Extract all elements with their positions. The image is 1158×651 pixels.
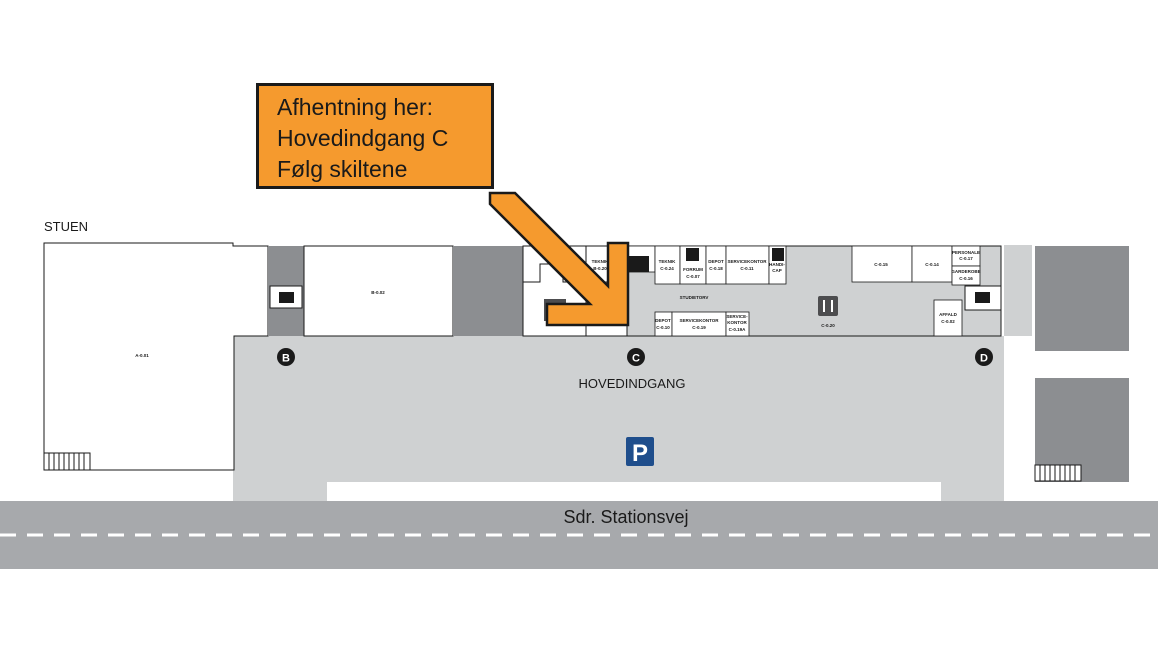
entrance-d-letter: D (980, 353, 988, 365)
room-depot-c018-id: C-0.18 (709, 266, 723, 271)
room-teknik-b020-name: TEKNIK (592, 259, 610, 264)
entrance-b-marker: B (277, 348, 295, 366)
lift-d (964, 285, 1002, 311)
lift-b-icon (279, 292, 294, 303)
room-forrum-id: C-0.07 (686, 274, 700, 279)
pickup-callout-box: Afhentning her: Hovedindgang C Følg skil… (256, 83, 494, 189)
room-servicekontor-c019a-line1: SERVICE- (726, 314, 748, 319)
callout-line-1: Afhentning her: (277, 94, 434, 120)
room-teknik-c024-id: C-0.24 (660, 266, 674, 271)
room-depot-c018-name: DEPOT (708, 259, 724, 264)
room-c020: C-0.20 (821, 323, 835, 328)
room-c015: C-0.15 (874, 262, 888, 267)
east-building-upper (1035, 246, 1129, 351)
building-b (303, 245, 454, 337)
room-servicekontor-c019-name: SERVICEKONTOR (679, 318, 719, 323)
lift-c (629, 256, 649, 272)
entrance-c-letter: C (632, 353, 640, 365)
room-garderobe-name: GARDEROBE (951, 269, 980, 274)
room-affald-id: C-0.02 (941, 319, 955, 324)
room-handicap-line2: CAP (772, 268, 782, 273)
floor-label: STUEN (44, 219, 88, 234)
stair-core-c-west (453, 246, 523, 336)
building-a (43, 242, 269, 471)
room-studietorv: STUDIETORV (680, 295, 709, 300)
street-label: Sdr. Stationsvej (563, 507, 688, 527)
room-teknik-c024-name: TEKNIK (659, 259, 677, 264)
callout-line-2: Hovedindgang C (277, 125, 449, 151)
main-entrance-label: HOVEDINDGANG (579, 376, 686, 391)
restaurant-icon (818, 296, 838, 316)
room-personale-name: PERSONALE (952, 250, 980, 255)
room-teknik-b020-id: B-0.20 (593, 266, 607, 271)
parking-sign: P (626, 437, 654, 467)
room-servicekontor-c019a-id: C-0.19A (729, 327, 747, 332)
entrance-b-letter: B (282, 353, 290, 365)
cutlery-glyph (823, 300, 833, 312)
entrance-d-marker: D (975, 348, 993, 366)
room-servicekontor-c011-name: SERVICEKONTOR (727, 259, 767, 264)
callout-line-3: Følg skiltene (277, 156, 408, 182)
room-servicekontor-c011-id: C-0.11 (740, 266, 754, 271)
room-depot-c010-name: DEPOT (655, 318, 671, 323)
parking-icon: P (632, 440, 648, 467)
lift-d-icon (975, 292, 990, 303)
room-affald-name: AFFALD (939, 312, 957, 317)
room-servicekontor-c019-id: C-0.19 (692, 325, 706, 330)
room-garderobe-id: C-0.16 (959, 276, 973, 281)
entrance-c-marker: C (627, 348, 645, 366)
room-a001: A-0.01 (135, 353, 149, 358)
building-a-stairs (43, 452, 91, 471)
room-handicap-line1: HANDI- (769, 262, 785, 267)
room-forrum-name: FORRUM (683, 267, 703, 272)
room-c014: C-0.14 (925, 262, 939, 267)
forecourt (233, 245, 1032, 501)
room-depot-c010-id: C-0.10 (656, 325, 670, 330)
building-cd-rooms (626, 245, 981, 337)
room-personale-id: C-0.17 (959, 256, 973, 261)
room-servicekontor-c019a-line2: KONTOR (727, 320, 747, 325)
east-stairs (1034, 464, 1082, 482)
room-b002: B-0.02 (371, 290, 385, 295)
handicap-icon (772, 248, 784, 261)
pickup-arrow (488, 191, 630, 327)
wc-icon (686, 248, 699, 261)
